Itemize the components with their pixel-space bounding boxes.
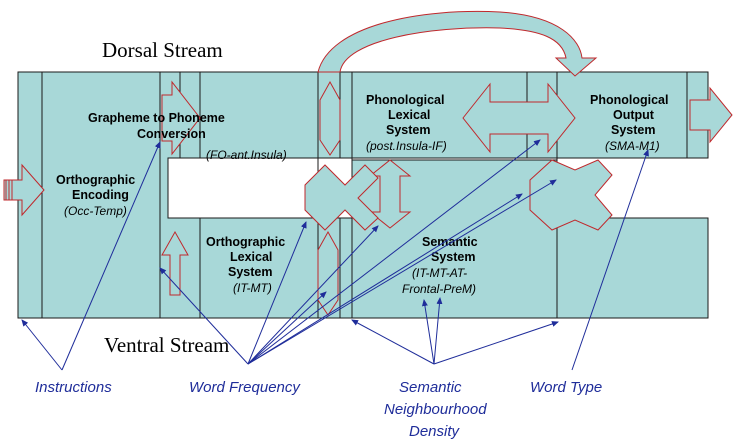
gpc-title-1: Grapheme to Phoneme — [88, 111, 225, 125]
output-arrow — [689, 86, 733, 144]
orthographic-lexical-box: Orthographic Lexical System (IT-MT) — [206, 235, 285, 295]
ol-title-1: Orthographic — [206, 235, 285, 249]
ol-region: (IT-MT) — [233, 281, 272, 295]
pl-title-1: Phonological — [366, 93, 444, 107]
oe-region: (Occ-Temp) — [64, 204, 127, 218]
ol-title-2: Lexical — [230, 250, 272, 264]
grapheme-phoneme-box: Grapheme to Phoneme Conversion (FO-ant.I… — [88, 111, 287, 162]
factor-semantic-3: Density — [409, 423, 461, 440]
semantic-output-arrow — [529, 159, 613, 231]
phonological-output-box: Phonological Output System (SMA-M1) — [590, 93, 668, 153]
phonological-lexical-box: Phonological Lexical System (post.Insula… — [366, 93, 447, 153]
dorsal-stream-label: Dorsal Stream — [102, 38, 223, 62]
lexical-output-double-arrow — [462, 82, 576, 154]
dorsal-curve-arrow — [317, 10, 598, 77]
factor-semantic-1: Semantic — [399, 379, 462, 396]
gpc-title-2: Conversion — [137, 127, 206, 141]
po-title-3: System — [611, 123, 655, 137]
po-title-2: Output — [613, 108, 655, 122]
pl-region: (post.Insula-IF) — [366, 139, 447, 153]
gpc-arrow-top — [161, 80, 201, 156]
ss-title-2: System — [431, 250, 475, 264]
pl-title-3: System — [386, 123, 430, 137]
po-title-1: Phonological — [590, 93, 668, 107]
orthographic-encoding-box: Orthographic Encoding (Occ-Temp) — [56, 173, 135, 218]
factor-instructions: Instructions — [35, 379, 112, 396]
oe-title-2: Encoding — [72, 188, 129, 202]
oe-title-1: Orthographic — [56, 173, 135, 187]
ss-region-1: (IT-MT-AT- — [412, 266, 467, 280]
gap-panel — [167, 157, 319, 219]
factor-semantic-2: Neighbourhood — [384, 401, 487, 418]
ol-title-3: System — [228, 265, 272, 279]
ss-region-2: Frontal-PreM) — [402, 282, 476, 296]
ortho-phon-cross-arrow — [304, 164, 379, 231]
factor-word-frequency: Word Frequency — [189, 379, 301, 396]
phoneme-lexical-arrow — [319, 80, 341, 156]
influence-lines — [21, 139, 649, 371]
input-arrow — [3, 163, 45, 217]
gpc-region: (FO-ant.Insula) — [206, 148, 287, 162]
ortho-lexical-arrow — [161, 230, 189, 296]
ss-title-1: Semantic — [422, 235, 478, 249]
factor-word-type: Word Type — [530, 379, 602, 396]
ventral-stream-label: Ventral Stream — [104, 333, 229, 357]
semantic-system-box: Semantic System (IT-MT-AT- Frontal-PreM) — [402, 235, 478, 296]
pl-title-2: Lexical — [388, 108, 430, 122]
po-region: (SMA-M1) — [605, 139, 660, 153]
input-arrow-stripes — [5, 180, 13, 200]
